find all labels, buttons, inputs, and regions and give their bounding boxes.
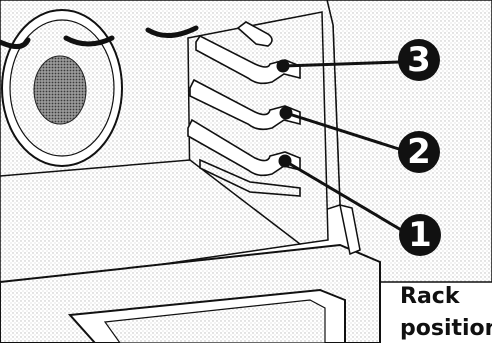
rack-guide-bottom: [187, 118, 301, 197]
oven-floor: [0, 159, 302, 289]
rack-position-3-badge: 3: [398, 39, 440, 81]
door-hinge: [339, 203, 361, 256]
rack-position-2-badge: 2: [398, 131, 440, 173]
convection-fan-grille: [33, 55, 87, 125]
leader-line-2: [285, 111, 403, 152]
oven-door-window-inner: [103, 299, 326, 343]
rack-positions-caption: Rack positions: [400, 281, 492, 345]
caption-line-2: positions: [400, 316, 492, 341]
leader-line-1: [284, 159, 404, 233]
leader-line-3: [282, 60, 401, 68]
rack-guide-top: [195, 21, 301, 85]
broil-element: [0, 25, 199, 49]
leader-lines: [276, 59, 404, 233]
caption-line-1: Rack: [400, 284, 460, 309]
rack-position-1-badge: 1: [399, 214, 441, 256]
